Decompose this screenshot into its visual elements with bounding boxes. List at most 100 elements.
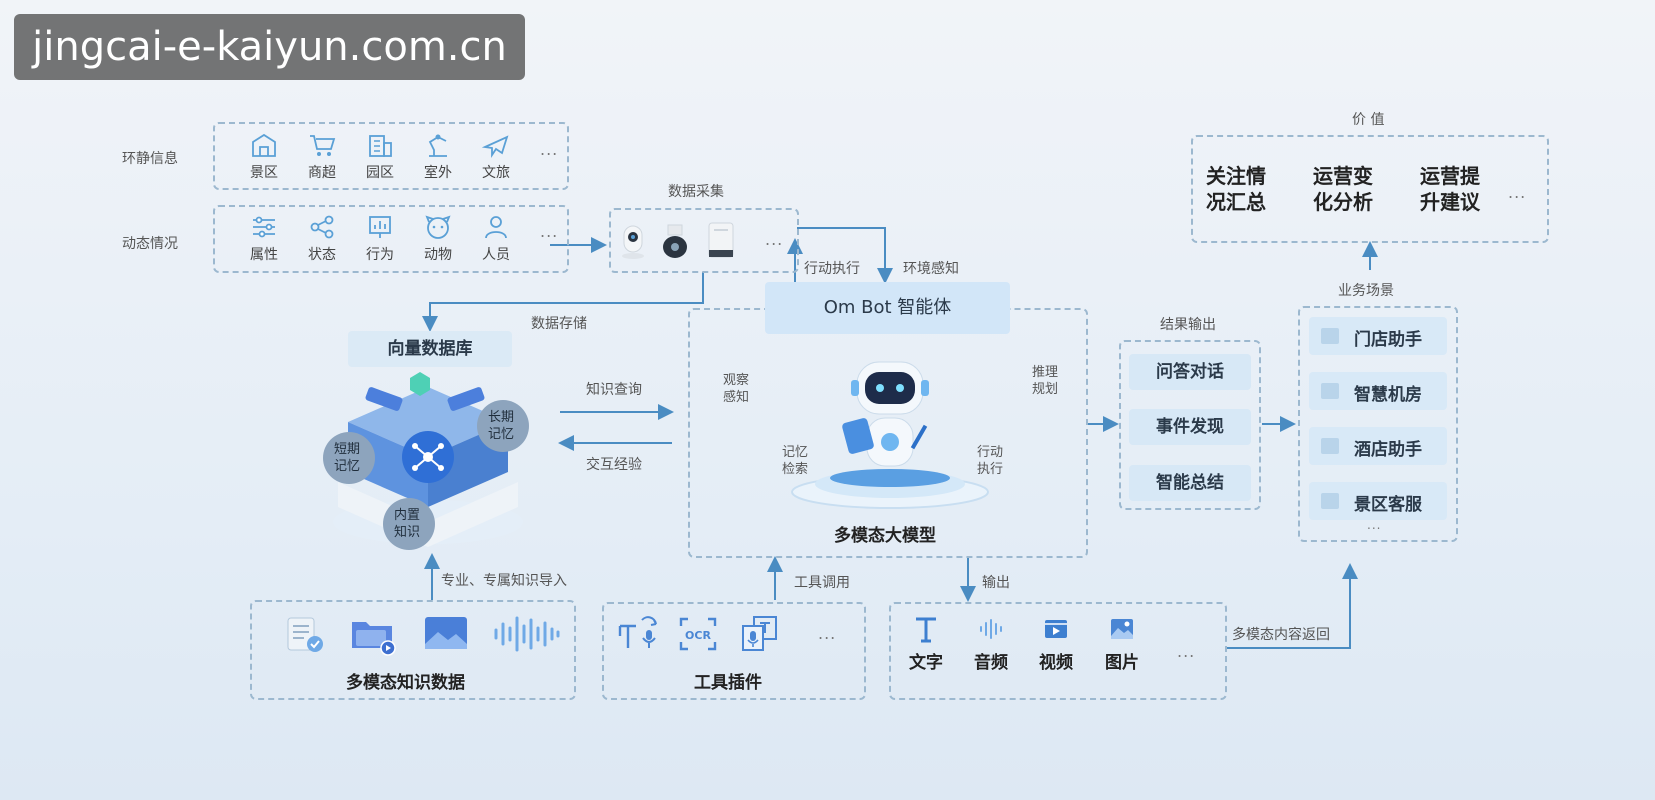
dynamic-item-0: 属性 [234, 214, 294, 264]
env-panel [213, 122, 569, 190]
dynamic-item-4: 人员 [466, 214, 526, 264]
watermark: jingcai-e-kaiyun.com.cn [14, 14, 525, 80]
output-item-1: 音频 [961, 614, 1021, 673]
result-item-2: 智能总结 [1129, 465, 1251, 501]
audio-icon [980, 619, 1002, 639]
env-item-1: 商超 [292, 132, 352, 182]
video-icon [1045, 620, 1067, 638]
robot-arm-icon [428, 134, 447, 157]
memory-retrieve-label: 记忆 检索 [782, 445, 809, 477]
dynamic-ellipsis: ... [540, 222, 559, 241]
env-item-4: 文旅 [466, 132, 526, 182]
dynamic-item-2: 行为 [350, 214, 410, 264]
dome-camera-icon [663, 224, 687, 258]
label-scene: 业务场景 [1338, 283, 1394, 299]
tools-ellipsis: ... [818, 624, 837, 643]
value-panel [1191, 135, 1549, 243]
translate-icon [618, 616, 657, 648]
builtin-knowledge-bubble [383, 498, 435, 550]
output-item-2: 视频 [1026, 614, 1086, 673]
share-icon [310, 215, 334, 239]
svg-text:OCR: OCR [685, 629, 711, 642]
label-sense: 环境感知 [903, 261, 959, 277]
picture-icon [1111, 619, 1133, 639]
sliders-icon [253, 216, 275, 238]
scenes-panel [1298, 306, 1458, 542]
collect-panel [609, 208, 799, 273]
scene-item-1: 智慧机房 [1309, 372, 1447, 410]
label-output: 输出 [982, 575, 1010, 591]
arrow-return [1227, 563, 1358, 649]
building-icon [252, 133, 276, 157]
label-exchange: 交互经验 [586, 457, 642, 473]
env-item-3: 室外 [408, 132, 468, 182]
tools-panel [602, 602, 866, 700]
store-icon [1321, 328, 1339, 344]
env-item-0: 景区 [234, 132, 294, 182]
scenes-ellipsis: ... [1367, 518, 1382, 532]
cart-icon [310, 135, 336, 156]
robot-illustration [791, 361, 989, 509]
value-item-0: 关注情 况汇总 [1206, 164, 1266, 214]
collect-ellipsis: ... [765, 230, 784, 249]
observe-label: 观察 感知 [723, 373, 750, 405]
animal-face-icon [425, 215, 451, 239]
document-icon [287, 617, 323, 652]
label-query: 知识查询 [586, 382, 642, 398]
value-item-1: 运营变 化分析 [1313, 164, 1373, 214]
server-room-icon [1321, 383, 1339, 399]
vector-db-title: 向量数据库 [348, 331, 512, 367]
output-item-0: 文字 [896, 614, 956, 673]
label-action: 行动执行 [804, 261, 860, 277]
outputs-panel [889, 602, 1227, 700]
dynamic-item-1: 状态 [292, 214, 352, 264]
image-icon [425, 617, 467, 649]
sensor-box-icon [708, 222, 734, 258]
knowledge-title: 多模态知识数据 [346, 673, 465, 693]
short-memory-bubble [323, 432, 375, 484]
label-value: 价 值 [1352, 112, 1385, 128]
outputs-ellipsis: ... [1177, 642, 1196, 661]
people-icon [485, 216, 507, 239]
arrow-sense [797, 227, 893, 284]
act-label: 行动 执行 [977, 445, 1004, 477]
scenic-area-icon [1321, 493, 1339, 509]
label-store: 数据存储 [531, 316, 587, 332]
video-folder-icon [352, 622, 396, 656]
scene-item-3: 景区客服 [1309, 482, 1447, 520]
long-memory-label: 长期 记忆 [488, 410, 515, 442]
arrow-collect-to-db [422, 272, 704, 332]
env-ellipsis: ... [540, 140, 559, 159]
output-item-3: 图片 [1092, 614, 1152, 673]
value-ellipsis: ... [1508, 183, 1527, 202]
scene-item-2: 酒店助手 [1309, 427, 1447, 465]
scene-item-0: 门店助手 [1309, 317, 1447, 355]
hotel-icon [1321, 438, 1339, 454]
value-item-2: 运营提 升建议 [1420, 164, 1480, 214]
plan-label: 推理 规划 [1032, 365, 1059, 397]
knowledge-panel [250, 600, 576, 700]
voice-text-icon [742, 616, 777, 651]
audio-wave-icon [494, 616, 560, 652]
label-result: 结果输出 [1160, 317, 1216, 333]
tools-title: 工具插件 [694, 673, 762, 693]
label-return: 多模态内容返回 [1232, 627, 1330, 643]
model-title: 多模态大模型 [834, 526, 936, 546]
env-item-2: 园区 [350, 132, 410, 182]
camera-icon [622, 225, 644, 259]
builtin-knowledge-label: 内置 知识 [394, 508, 421, 540]
office-icon [369, 135, 392, 157]
env-label: 环静信息 [122, 151, 178, 167]
label-tool-call: 工具调用 [794, 575, 850, 591]
chart-board-icon [369, 216, 391, 238]
short-memory-label: 短期 记忆 [334, 442, 361, 474]
airplane-icon [482, 135, 509, 158]
dynamic-panel [213, 205, 569, 273]
result-item-1: 事件发现 [1129, 409, 1251, 445]
result-item-0: 问答对话 [1129, 354, 1251, 390]
ocr-icon: OCR [679, 617, 717, 651]
collect-title: 数据采集 [668, 184, 724, 200]
label-import: 专业、专属知识导入 [441, 573, 567, 589]
long-memory-bubble [477, 400, 529, 452]
